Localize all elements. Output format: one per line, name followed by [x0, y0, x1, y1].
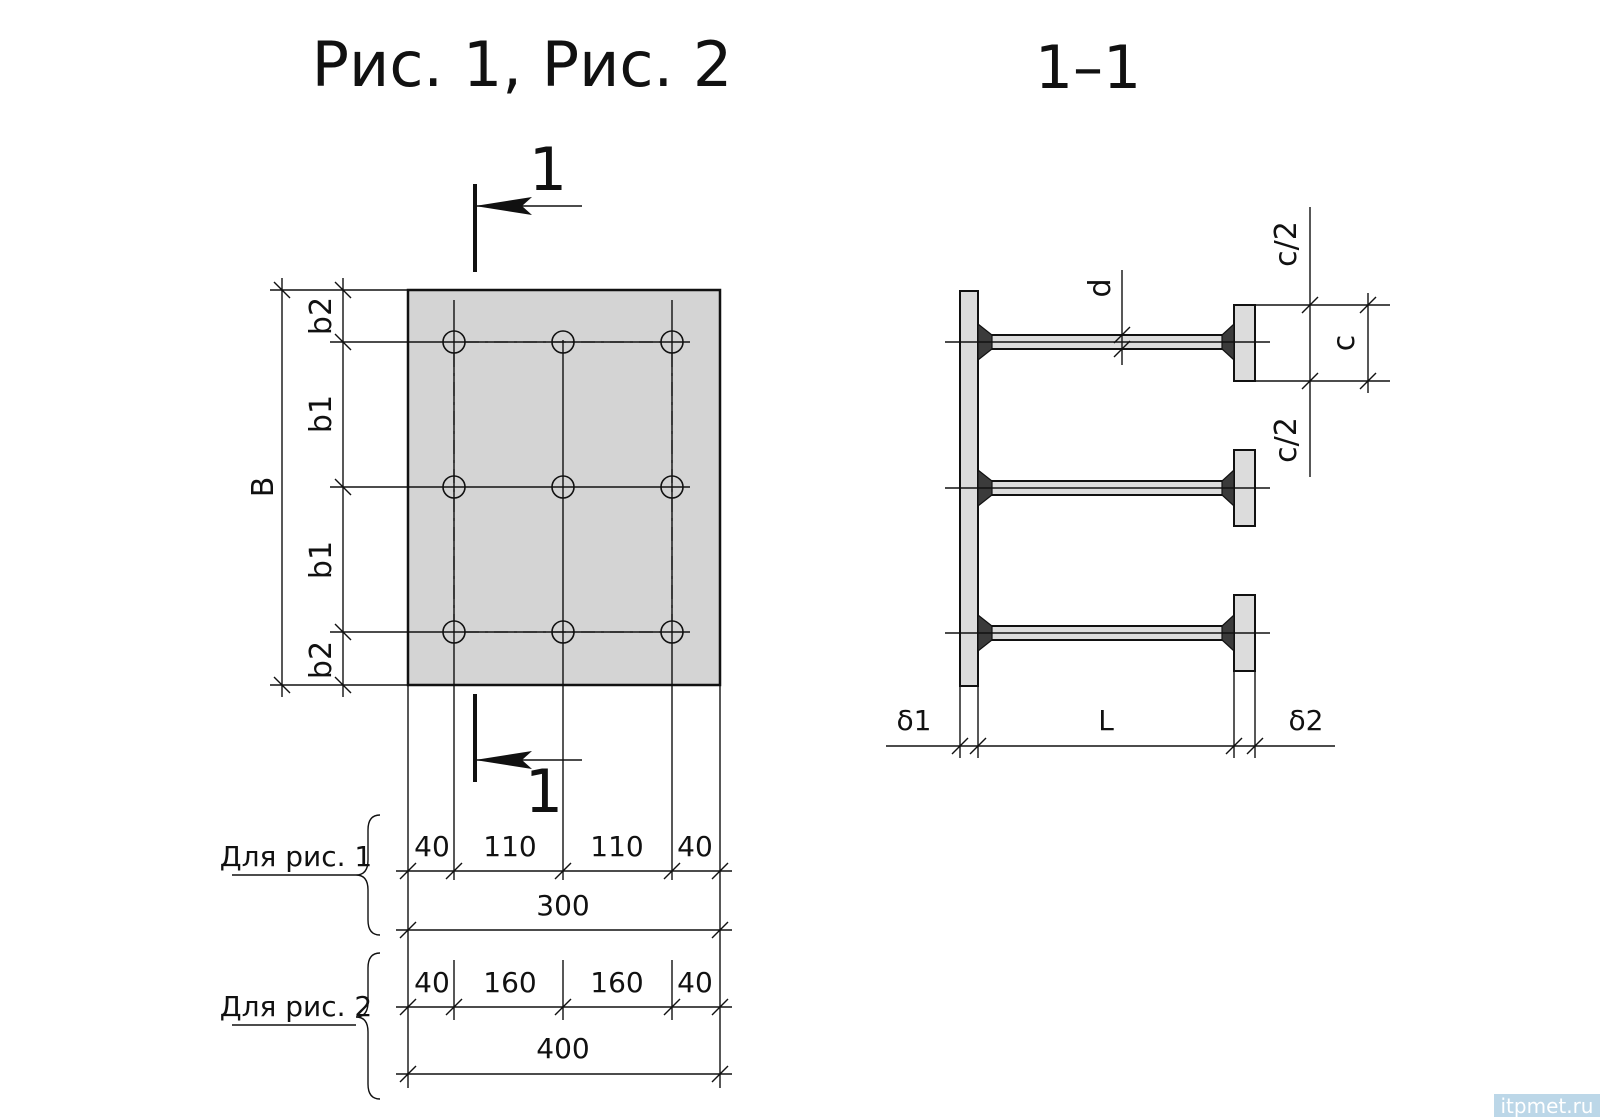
label-c-half-bottom: c/2 — [1269, 417, 1304, 463]
fig2-seg-1: 40 — [414, 966, 450, 999]
section-cut-bottom: 1 — [473, 694, 582, 827]
anchor-hole — [551, 330, 575, 354]
dims-fig2: Для рис. 2 40 160 160 40 400 — [220, 952, 732, 1100]
anchor-hole — [551, 475, 575, 499]
section-title: 1–1 — [1035, 33, 1141, 103]
fig2-total: 400 — [536, 1032, 589, 1065]
anchor-hole — [442, 475, 466, 499]
dim-b2-bottom: b2 — [304, 641, 339, 679]
dim-length: δ1 L δ2 — [886, 671, 1335, 758]
left-dimensions: B b2 b1 b1 b2 — [246, 278, 408, 697]
fig1-seg-2: 110 — [483, 830, 536, 863]
anchor-row-middle — [945, 449, 1270, 527]
anchor-hole — [660, 620, 684, 644]
anchor-hole — [551, 620, 575, 644]
label-fig1: Для рис. 1 — [220, 840, 373, 873]
label-c-half-top: c/2 — [1269, 221, 1304, 267]
anchor-row-top — [945, 304, 1270, 382]
anchor-holes — [442, 330, 684, 644]
plan-view: 1 1 B b2 b1 b1 b2 — [246, 135, 722, 880]
center-lines — [330, 300, 690, 880]
dims-fig1: Для рис. 1 40 110 110 40 300 — [220, 814, 732, 939]
label-d: d — [1083, 278, 1118, 297]
label-c: c — [1327, 335, 1362, 352]
anchor-hole — [660, 330, 684, 354]
label-delta2: δ2 — [1289, 704, 1324, 737]
label-delta1: δ1 — [897, 704, 932, 737]
fig1-total: 300 — [536, 889, 589, 922]
dim-b2-top: b2 — [304, 297, 339, 335]
anchor-hole — [660, 475, 684, 499]
watermark-text: itpmet.ru — [1501, 1094, 1594, 1117]
dim-d: d — [1083, 270, 1131, 365]
fig1-seg-1: 40 — [414, 830, 450, 863]
label-L: L — [1098, 704, 1114, 737]
anchor-row-bottom — [945, 594, 1270, 672]
label-fig2: Для рис. 2 — [220, 990, 373, 1023]
fig1-seg-4: 40 — [677, 830, 713, 863]
dim-b1-upper: b1 — [304, 395, 339, 433]
section-mark-top: 1 — [529, 135, 567, 205]
section-view: d c c/2 c/2 δ1 L — [886, 207, 1390, 758]
anchor-hole — [442, 330, 466, 354]
section-mark-bottom: 1 — [525, 757, 563, 827]
dim-B: B — [246, 477, 281, 498]
section-cut-top: 1 — [473, 135, 582, 272]
end-plate — [1233, 304, 1256, 382]
watermark: itpmet.ru — [1494, 1094, 1600, 1117]
dim-b1-lower: b1 — [304, 541, 339, 579]
fig2-seg-2: 160 — [483, 966, 536, 999]
anchor-hole — [442, 620, 466, 644]
fig2-seg-4: 40 — [677, 966, 713, 999]
fig1-seg-3: 110 — [590, 830, 643, 863]
bottom-dimensions: Для рис. 1 40 110 110 40 300 Для рис. 2 — [220, 685, 732, 1100]
plan-title: Рис. 1, Рис. 2 — [312, 28, 733, 101]
fig2-seg-3: 160 — [590, 966, 643, 999]
dim-c: c c/2 c/2 — [1255, 207, 1390, 477]
